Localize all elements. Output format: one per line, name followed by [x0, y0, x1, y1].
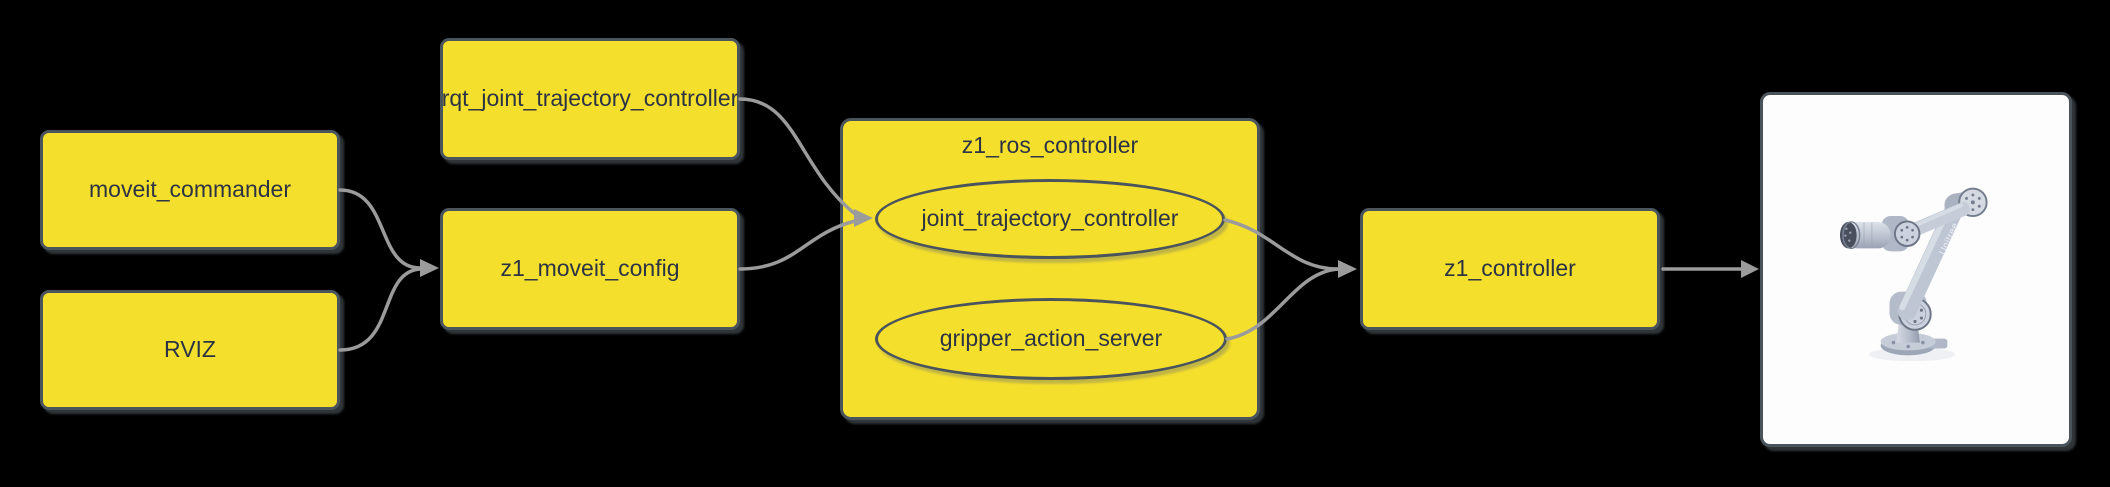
edge-rqt-to-joint-trajectory-controller [738, 97, 857, 216]
robot-arm-illustration: Unitree [1839, 187, 1988, 362]
node-label-gripper-action-server: gripper_action_server [939, 325, 1163, 352]
node-gripper-action-server: gripper_action_server [875, 298, 1227, 380]
node-label-z1-ros-controller: z1_ros_controller [961, 132, 1139, 158]
arrowhead-into-robot-panel [1741, 260, 1759, 278]
node-joint-trajectory-controller: joint_trajectory_controller [875, 179, 1225, 259]
node-label-z1-controller: z1_controller [1444, 255, 1576, 282]
node-z1-moveit-config: z1_moveit_config [440, 208, 740, 330]
arrowhead-into-z1-controller [1338, 260, 1357, 278]
robot-image-panel: Unitree [1760, 92, 2072, 447]
robot-end-effector [1839, 221, 1891, 250]
node-label-rqt-joint-trajectory-controller: rqt_joint_trajectory_controller [441, 85, 739, 112]
node-rviz: RVIZ [40, 290, 340, 410]
node-z1-controller: z1_controller [1360, 208, 1660, 330]
edge-moveit-commander-to-z1-moveit-config [338, 188, 422, 270]
node-z1-ros-controller-container: z1_ros_controller joint_trajectory_contr… [840, 118, 1260, 420]
node-label-z1-moveit-config: z1_moveit_config [500, 255, 680, 282]
edge-z1-moveit-config-to-joint-trajectory-controller [738, 219, 857, 271]
node-rqt-joint-trajectory-controller: rqt_joint_trajectory_controller [440, 38, 740, 160]
node-label-moveit-commander: moveit_commander [89, 176, 291, 203]
arrowhead-into-z1-moveit-config [420, 259, 439, 277]
edge-rviz-to-z1-moveit-config [338, 267, 422, 352]
node-moveit-commander: moveit_commander [40, 130, 340, 250]
node-label-rviz: RVIZ [164, 336, 216, 363]
robot-wrist-joint [1881, 216, 1921, 252]
node-label-joint-trajectory-controller: joint_trajectory_controller [921, 205, 1179, 232]
